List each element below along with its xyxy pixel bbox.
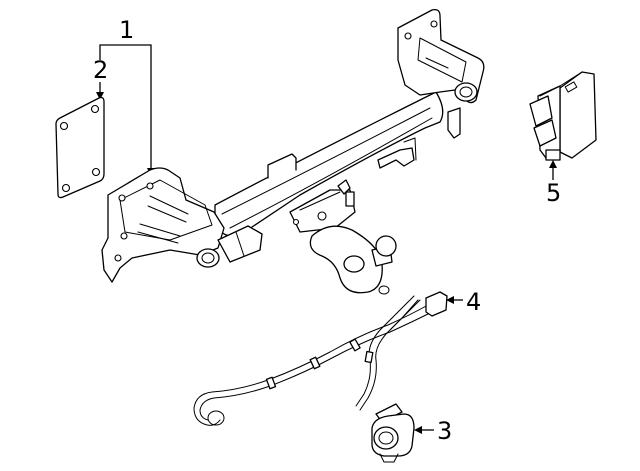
receiver-pin-hole: [317, 211, 327, 221]
socket-base: [379, 453, 399, 463]
harness-main-wire: [193, 304, 429, 426]
harness-clip: [309, 356, 321, 370]
module-connector-upper: [529, 95, 553, 127]
callout-5-arrowhead: [549, 160, 557, 168]
gasket-hole: [61, 183, 71, 193]
left-bracket-rib: [149, 195, 189, 215]
callout-2-group[interactable]: 2: [93, 56, 108, 100]
callout-4-arrowhead: [446, 296, 454, 304]
harness-clip: [364, 350, 374, 364]
module-top-edge: [539, 71, 583, 97]
callout-1-leader: [99, 44, 152, 170]
bracket-hole: [120, 232, 128, 240]
socket-face: [373, 426, 399, 450]
callout-2-arrowhead: [96, 92, 104, 100]
callout-1-group[interactable]: 1: [99, 16, 155, 176]
center-lower-bracket-edge: [403, 137, 417, 161]
harness-wire-end: [207, 410, 225, 426]
wiring-harness-part[interactable]: [193, 291, 448, 426]
receiver-bolt: [292, 218, 300, 226]
callout-3-group[interactable]: 3: [414, 417, 452, 445]
callout-3-label: 3: [437, 417, 452, 445]
callout-5-label: 5: [546, 179, 561, 207]
harness-connector: [425, 291, 448, 317]
gasket-hole: [90, 104, 100, 114]
gasket-hole: [59, 121, 69, 131]
right-bracket-boss: [454, 82, 478, 102]
harness-branch-2: [389, 299, 419, 331]
tube-tab: [267, 153, 297, 179]
right-bracket-boss-inner: [459, 86, 473, 98]
trailer-socket-part[interactable]: [371, 403, 415, 463]
gasket-hole: [91, 167, 101, 177]
left-mount-bracket: [101, 167, 225, 283]
harness-branch: [355, 295, 415, 407]
cross-tube-edge: [221, 107, 431, 215]
tow-ball: [375, 235, 397, 257]
ball-mount-neck-hole: [343, 255, 365, 273]
tow-bar-assembly-part[interactable]: [101, 8, 485, 295]
gasket-plate-part[interactable]: [55, 96, 105, 199]
receiver-lug: [345, 191, 355, 207]
left-tube-end-inner: [201, 252, 215, 264]
callout-4-label: 4: [466, 288, 481, 316]
callout-1-label: 1: [119, 16, 134, 44]
control-module-part[interactable]: [529, 71, 597, 161]
hitch-receiver: [289, 189, 356, 233]
harness-clip: [349, 338, 361, 352]
left-bracket-face: [119, 179, 213, 241]
cross-tube-edge: [229, 117, 433, 229]
bracket-hole: [118, 194, 126, 202]
module-body-front: [559, 71, 597, 159]
bracket-hole: [404, 32, 412, 40]
left-bracket-rib: [139, 223, 181, 237]
right-bracket-slot: [417, 37, 467, 83]
module-label: [564, 81, 578, 93]
callout-3-arrowhead: [414, 426, 422, 434]
module-tab: [545, 149, 561, 161]
callout-2-label: 2: [93, 56, 108, 84]
callout-5-group[interactable]: 5: [546, 160, 561, 207]
right-bracket-slot-line: [425, 57, 449, 69]
left-bracket-rib: [137, 231, 179, 244]
ball-mount-nut: [378, 285, 390, 295]
bracket-hole: [114, 254, 122, 262]
center-lower-bracket: [377, 147, 415, 169]
receiver-clip: [337, 179, 351, 195]
callout-4-group[interactable]: 4: [446, 288, 481, 316]
left-bracket-rib: [147, 205, 187, 223]
left-tube-end: [196, 248, 220, 268]
harness-clip: [265, 376, 277, 390]
bracket-hole: [146, 182, 154, 190]
left-collar-line: [235, 231, 245, 257]
module-connector-lower: [533, 119, 557, 147]
bracket-hole: [430, 20, 438, 28]
hitch-receiver-edge: [299, 191, 341, 211]
socket-face-inner: [378, 431, 394, 445]
right-bracket-tab: [447, 107, 461, 139]
